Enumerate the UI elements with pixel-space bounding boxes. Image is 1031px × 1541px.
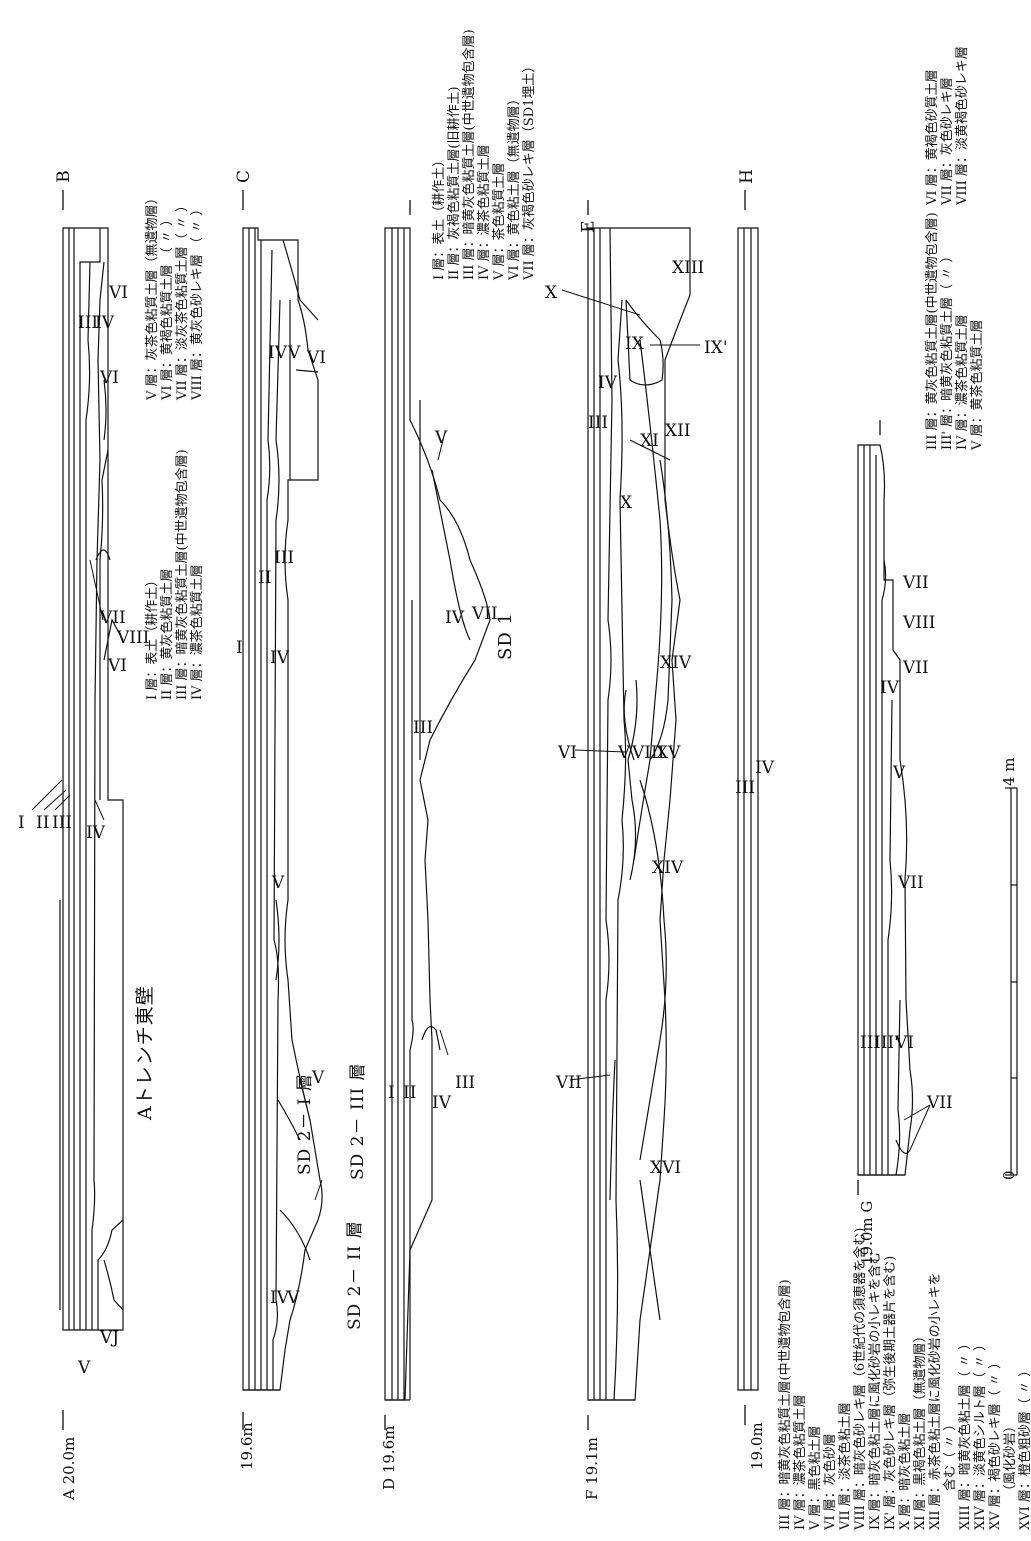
feature-sd2-layer2: SD 2－ II 層 — [345, 1220, 365, 1330]
layer-label-VI-ab-2: VI — [100, 368, 119, 388]
layer-label-VII-g-4: VII — [927, 1093, 953, 1113]
layer-label-XI: XI — [640, 431, 659, 451]
profile-a-b — [60, 228, 123, 1330]
layer-label-IV-c-3: IV — [270, 1288, 289, 1308]
layer-label-VII-d: VII — [472, 604, 498, 624]
layer-label-IV-ab-2: IV — [95, 313, 114, 333]
layer-label-III-prime-g: III' — [874, 1033, 899, 1053]
layer-label-VI-f: VI — [558, 743, 577, 763]
layer-label-VII-ab: VII — [100, 608, 126, 628]
layer-label-II-d: II — [403, 1083, 417, 1103]
layer-label-XVI: XVI — [650, 1158, 682, 1178]
layer-label-X-top: X — [545, 283, 558, 303]
legend-ab-right: V 層：灰茶色粘質土層（無遺物層） VI 層：黄褐色粘質土層 （ 〃 ） VII… — [145, 191, 205, 400]
scale-bar — [1005, 788, 1017, 1175]
layer-label-V-g: V — [893, 763, 906, 783]
legend-gh-left: III 層：黄灰色粘質土層(中世遺物包含層) III' 層：暗黄灰色粘質土層（ … — [925, 212, 985, 450]
scale-max: 4 m — [1000, 757, 1018, 786]
datum-d: D 19.6m — [380, 1425, 398, 1490]
profile-d — [385, 228, 490, 1400]
layer-label-VI-c: VI — [307, 348, 326, 368]
figure-title: Aトレンチ東壁 — [134, 985, 156, 1120]
legend-fe: III 層：暗黄灰色粘質土層(中世遺物包含層) IV 層：濃茶色粘質土層 V 層… — [778, 1227, 1031, 1530]
layer-label-I-ab: I — [18, 813, 25, 833]
legend-de: I 層：表土（耕作土） II 層：灰褐色粘質土層(旧耕作土) III 層：暗黄灰… — [432, 29, 537, 280]
legend-ab-left: I 層：表土（耕作土） II 層：黄灰色粘質土層 III 層：暗黄灰色粘質土層(… — [145, 449, 205, 700]
layer-label-X: X — [620, 493, 633, 513]
feature-sd2-layer3: SD 2－ III 層 — [348, 1062, 368, 1180]
layer-label-IV-h: IV — [755, 758, 774, 778]
layer-label-III-ab: III — [52, 813, 73, 833]
layer-label-VI-ab-3: VI — [109, 283, 128, 303]
layer-label-VII-g: VII — [903, 573, 929, 593]
layer-label-I-c: I — [236, 638, 243, 658]
layer-label-III-h: III — [735, 778, 756, 798]
layer-label-IV-d-2: IV — [432, 1093, 451, 1113]
layer-label-XIV-2: XIV — [652, 858, 684, 878]
datum-a: A 20.0m — [60, 1436, 78, 1500]
layer-label-V-c-3: V — [312, 1068, 325, 1088]
profile-f-e — [588, 228, 690, 1400]
layer-label-V-d: V — [435, 428, 448, 448]
layer-label-V-c-2: V — [272, 873, 285, 893]
layer-label-III-g: III — [860, 1033, 881, 1053]
legend-gh-right: VI 層：黄褐色砂質土層 VII 層：灰色砂レキ層 VIII 層：淡黄褐色砂レキ… — [925, 46, 970, 205]
endpoint-h: H — [736, 169, 757, 184]
layer-label-XII: XII — [665, 421, 691, 441]
layer-label-IX: IX — [625, 334, 644, 354]
layer-label-V-c-4: V — [287, 1288, 300, 1308]
layer-label-II-c: II — [258, 568, 272, 588]
profile-g — [858, 445, 913, 1175]
layer-label-VII-f: VII — [556, 1073, 582, 1093]
layer-label-VII-g-2: VII — [903, 658, 929, 678]
layer-label-V-ab: V — [78, 1358, 91, 1378]
layer-label-VIII-ab: VIII — [117, 628, 150, 648]
layer-label-II-ab: II — [36, 813, 50, 833]
layer-label-IV-c: IV — [270, 648, 289, 668]
layer-label-III-c: III — [274, 548, 295, 568]
layer-label-VJ: VJ — [100, 1328, 120, 1348]
layer-label-VI-ab: VI — [108, 656, 127, 676]
scale-zero: 0 — [1000, 1170, 1018, 1180]
feature-sd2-layer1: SD 2－ I 層 — [295, 1072, 315, 1175]
layer-label-I-d: I — [388, 1083, 395, 1103]
layer-label-V-c: V — [288, 343, 301, 363]
datum-c-start: 19.6m — [238, 1422, 256, 1470]
feature-sd1: SD 1 — [495, 612, 516, 660]
layer-label-III-d: III — [413, 718, 434, 738]
end-ticks — [63, 190, 880, 1430]
layer-label-VIII-f: VIII — [632, 743, 665, 763]
layer-label-III-d-2: III — [455, 1073, 476, 1093]
layer-label-VIII-g: VIII — [903, 613, 936, 633]
profile-h — [738, 228, 758, 1390]
datum-f: F 19.1m — [583, 1437, 601, 1500]
layer-label-IV-g: IV — [880, 678, 899, 698]
layer-label-XIV: XIV — [660, 653, 692, 673]
layer-label-IV-c-2: IV — [268, 343, 287, 363]
layer-label-XV: XV — [656, 743, 681, 763]
layer-label-VI-g: VI — [895, 1033, 914, 1053]
layer-label-IV-ab: IV — [86, 823, 105, 843]
endpoint-e: E — [578, 220, 599, 233]
endpoint-b: B — [53, 170, 74, 183]
layer-label-III-ab-2: III — [78, 313, 99, 333]
datum-h: 19.0m — [748, 1422, 766, 1470]
layer-label-VII-g-3: VII — [898, 873, 924, 893]
leader-lines — [32, 290, 930, 1200]
layer-label-V-f: V — [618, 743, 631, 763]
profile-c — [243, 228, 322, 1390]
layer-label-IV-d: IV — [445, 608, 464, 628]
endpoint-c: C — [234, 169, 255, 184]
layer-label-XIII: XIII — [672, 258, 705, 278]
layer-label-IV-f: IV — [598, 373, 617, 393]
layer-label-III-f: III — [588, 413, 609, 433]
layer-label-IX-prime: IX' — [704, 338, 728, 358]
